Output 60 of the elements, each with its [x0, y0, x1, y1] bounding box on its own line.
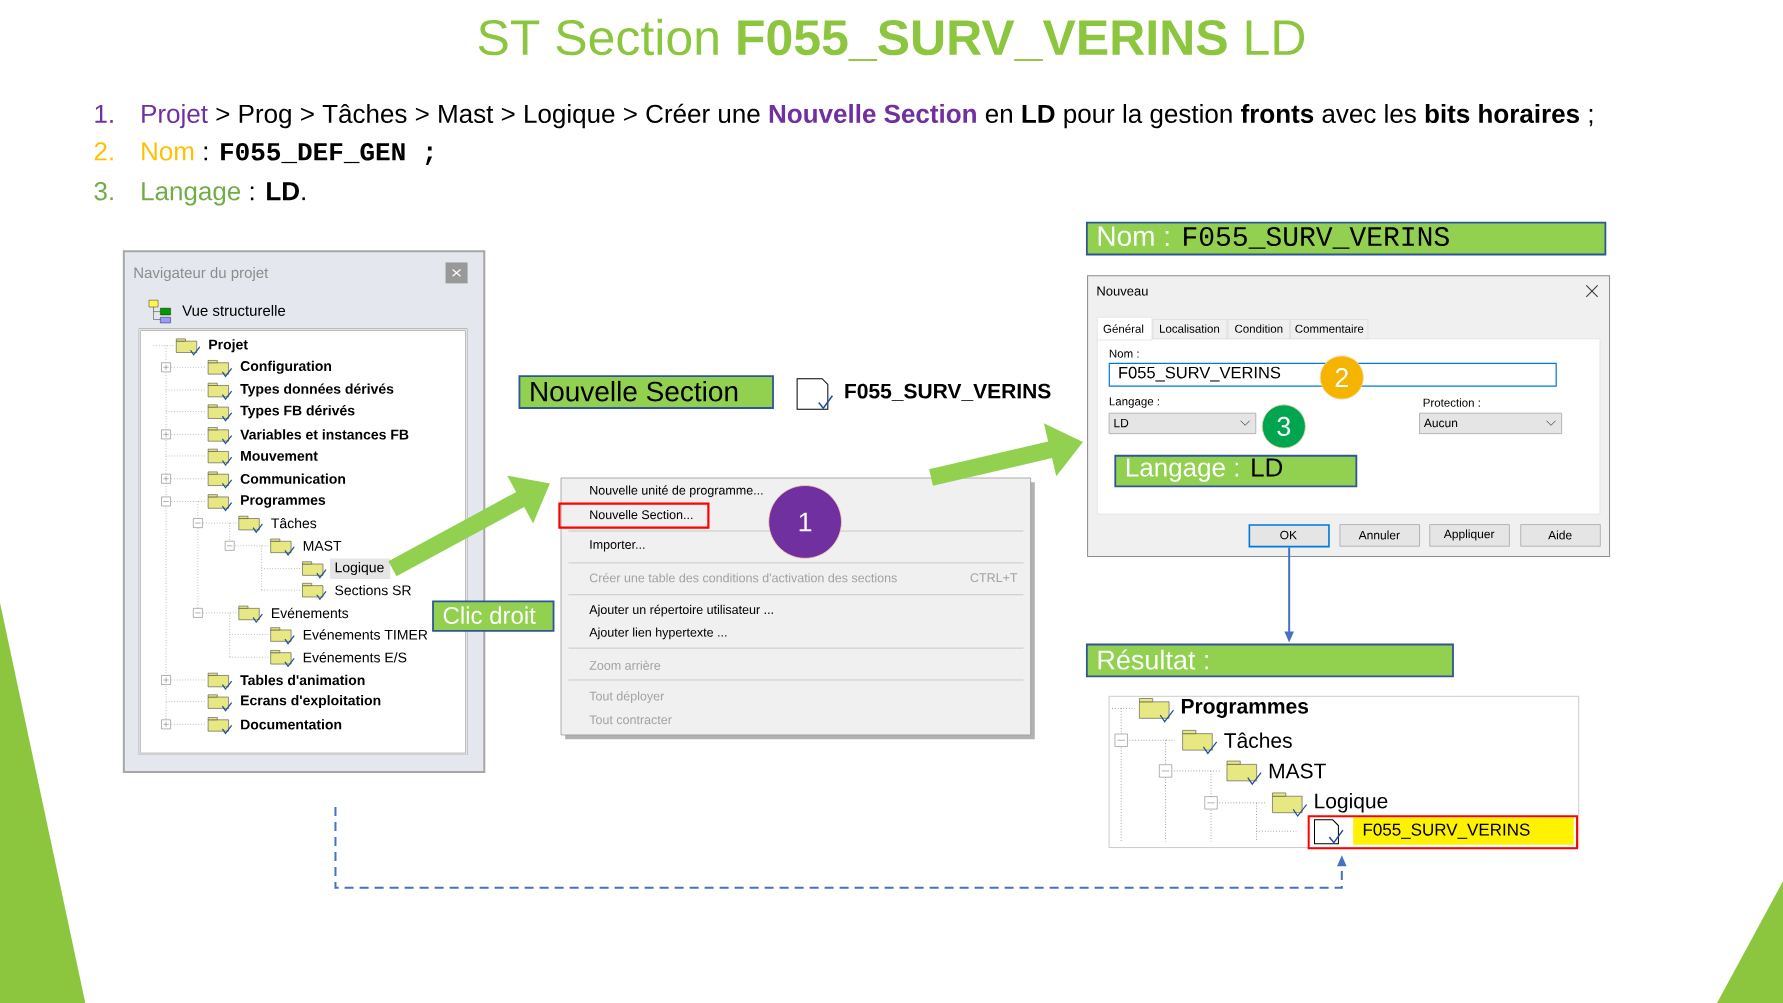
callout-banner: Langage : LD: [1114, 454, 1358, 488]
tree-item: Types données dérivés: [240, 383, 394, 397]
dashed-connector: [334, 806, 1347, 889]
slide-title: ST Section F055_SURV_VERINS LD: [478, 18, 1305, 61]
dialog-title: Nouveau: [1097, 286, 1148, 296]
tree-item: Ecrans d'exploitation: [241, 695, 381, 709]
tab: Condition: [1227, 319, 1290, 340]
dialog-button: Appliquer: [1429, 524, 1510, 547]
instruction-text: : LD.: [250, 182, 305, 201]
tab: Localisation: [1152, 319, 1228, 340]
callout-banner: Résultat :: [1085, 643, 1454, 678]
tree-item: Programmes: [241, 495, 326, 508]
tree-item: Types FB dérivés: [240, 405, 355, 419]
tree-item: Logique: [1315, 793, 1388, 813]
tree-item: Configuration: [240, 360, 332, 374]
tree-item: MAST: [303, 540, 342, 551]
dropdown: LD: [1108, 412, 1257, 435]
callout-banner: Nouvelle Section: [518, 375, 774, 409]
callout-banner: Clic droit: [432, 600, 555, 632]
field-label: Protection :: [1423, 398, 1480, 407]
step-number: 2.: [94, 142, 113, 161]
tree-item: Communication: [240, 473, 346, 484]
file-name: F055_SURV_VERINS: [845, 383, 1051, 401]
tree-item: Sections SR: [335, 585, 411, 596]
step-keyword: Langage: [142, 182, 241, 206]
tree-item: Projet: [209, 339, 248, 353]
instruction-text: en LD pour la gestion fronts avec les bits horaires ;: [985, 104, 1593, 129]
dialog-button: OK: [1248, 524, 1330, 548]
field-label: Nom :: [1109, 349, 1139, 358]
tab: Général: [1097, 317, 1153, 341]
view-label: Vue structurelle: [182, 304, 286, 316]
tree-item: Variables et instances FB: [240, 429, 409, 440]
highlighted-tree-item: F055_SURV_VERINS: [1307, 815, 1579, 850]
tree-item: Programmes: [1181, 699, 1309, 718]
tree-item: MAST: [1269, 763, 1326, 779]
step-badge: 2: [1319, 355, 1364, 400]
callout-banner: Nom : F055_SURV_VERINS: [1085, 221, 1607, 256]
instruction-text: Nouvelle Section: [769, 104, 976, 124]
tree-item: Evénements E/S: [303, 652, 407, 663]
dropdown: Aucun: [1419, 412, 1563, 435]
tree-item: Tâches: [1224, 732, 1292, 749]
window-title: Navigateur du projet: [134, 267, 269, 282]
tree-item: Documentation: [241, 719, 342, 730]
step-badge: 3: [1261, 404, 1306, 449]
step-keyword: Nom: [142, 142, 194, 161]
tree-item: Tables d'animation: [240, 674, 365, 686]
tree-item: Mouvement: [241, 451, 318, 461]
step-number: 1.: [95, 104, 113, 123]
dialog-button: Aide: [1520, 524, 1601, 547]
code-text: F055_DEF_GEN ;: [221, 142, 433, 165]
tree-item: Evénements TIMER: [303, 629, 428, 640]
step-number: 3.: [94, 182, 113, 201]
tree-item: Evénements: [272, 607, 349, 619]
tree-item: Tâches: [271, 517, 317, 529]
step-keyword: Projet: [142, 104, 208, 129]
instruction-text: :: [204, 146, 208, 161]
tab: Commentaire: [1290, 319, 1369, 340]
instruction-text: > Prog > Tâches > Mast > Logique > Créer une: [216, 103, 760, 129]
dialog-button: Annuler: [1339, 524, 1420, 547]
field-label: Langage :: [1109, 397, 1159, 408]
